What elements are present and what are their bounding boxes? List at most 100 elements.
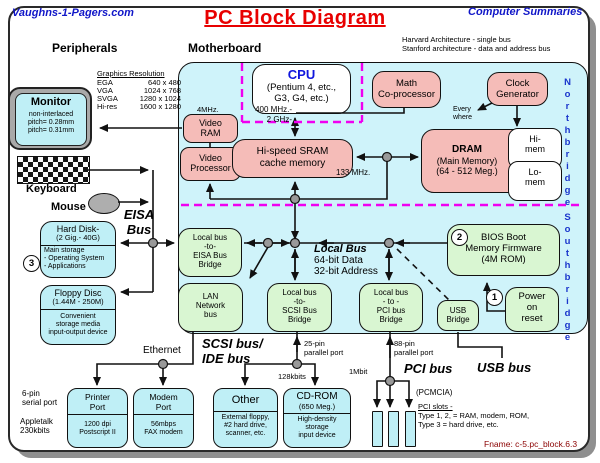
cdrom-detail: storage xyxy=(305,424,329,432)
local-bus-title: Local Bus xyxy=(314,243,367,255)
modem-line: Port xyxy=(155,402,172,412)
floppy-capacity: (1.44M - 250M) xyxy=(52,297,104,306)
pcmcia-label: (PCMCIA) xyxy=(416,388,453,397)
eisa-bridge-line: -to- xyxy=(204,242,216,251)
page-title: PC Block Diagram xyxy=(204,7,386,29)
bios-line: (4M ROM) xyxy=(481,254,526,265)
hard-disk-detail: - Applications xyxy=(44,262,86,270)
bios-box: BIOS Boot Memory Firmware (4M ROM) xyxy=(447,224,560,276)
brand-label: Computer Summaries xyxy=(468,6,583,18)
dram-box: DRAM (Main Memory) (64 - 512 Meg.) Hi- m… xyxy=(421,128,562,201)
floppy-detail: storage media xyxy=(55,320,101,328)
sram-line: cache memory xyxy=(259,157,326,169)
appletalk-label1: Appletalk xyxy=(20,417,53,426)
cpu-line: G3, G4, etc.) xyxy=(274,93,329,104)
dram-text: DRAM (Main Memory) (64 - 512 Meg.) xyxy=(424,144,510,176)
lo-mem-box: Lo- mem xyxy=(508,161,562,201)
cpu-line: (Pentium 4, etc., xyxy=(266,82,337,93)
cdrom-detail: High-density xyxy=(297,416,337,424)
scsi-bridge-line: Local bus xyxy=(282,288,317,297)
math-coprocessor-box: Math Co-processor xyxy=(372,71,441,108)
other-detail: External floppy, xyxy=(221,414,270,421)
cpu-bus-speed-label2: 2 GHz- xyxy=(266,115,292,124)
printer-line: Printer xyxy=(84,392,111,402)
filename-label: Fname: c-5.pc_block.6.3 xyxy=(484,439,578,449)
modem-line: Modem xyxy=(149,392,178,402)
peripherals-heading: Peripherals xyxy=(52,41,118,55)
monitor-bezel: Monitor non-interlaced pitch= 0.28mm pit… xyxy=(8,87,92,150)
step-badge-1: 1 xyxy=(486,289,503,306)
port-25pin-label2: parallel port xyxy=(304,348,344,357)
sram-speed-label: 133 MHz. xyxy=(336,168,371,177)
hard-disk-box: Hard Disk- (2 Gig.- 40G) Main storage - … xyxy=(40,221,116,278)
hi-mem-line: Hi- xyxy=(529,134,541,144)
clock-generator-box: Clock Generator xyxy=(487,72,548,106)
printer-line: Port xyxy=(89,402,106,412)
sram-line: Hi-speed SRAM xyxy=(256,146,329,157)
clock-line: Clock xyxy=(505,78,530,89)
vram-speed-label: 4MHz. xyxy=(197,105,219,114)
vram-line: Video xyxy=(199,118,222,128)
dram-line: (64 - 512 Meg.) xyxy=(436,165,498,176)
harvard-note: Harvard Architecture - single bus xyxy=(402,35,511,44)
eisa-bus-line1: EISA xyxy=(123,207,155,222)
cdrom-detail: input device xyxy=(298,432,336,440)
local-bus-line2: 32-bit Address xyxy=(314,266,378,277)
monitor-line: pitch= 0.31mm xyxy=(27,127,75,134)
step-badge-2: 2 xyxy=(451,229,468,246)
scsi-bridge-line: SCSI Bus xyxy=(282,306,317,315)
graphics-row-res: 1280 x 1024 xyxy=(139,94,181,103)
pci-slots-note-line: Type 3 = hard drive, etc. xyxy=(418,420,499,429)
usb-bridge-line: Bridge xyxy=(446,315,470,324)
cpu-box: CPU (Pentium 4, etc., G3, G4, etc.) xyxy=(252,64,351,114)
pci-bridge-line: - to - xyxy=(382,297,400,306)
cdrom-box: CD-ROM (650 Meg.) High-density storage i… xyxy=(283,388,351,448)
pci-slots-note-title: PCI slots - xyxy=(418,402,453,411)
site-link[interactable]: Vaughns-1-Pagers.com xyxy=(12,7,134,19)
hi-mem-line: mem xyxy=(525,144,545,154)
pci-slot xyxy=(405,411,416,447)
port-88pin-label2: parallel port xyxy=(394,348,434,357)
eisa-bridge-line: Bridge xyxy=(198,260,222,269)
monitor-line: pitch= 0.28mm xyxy=(27,119,75,126)
dram-line: (Main Memory) xyxy=(436,155,498,166)
appletalk-label2: 230kbits xyxy=(20,426,50,435)
lo-mem-line: Lo- xyxy=(528,167,542,177)
serial-port-label2: serial port xyxy=(22,398,58,407)
eisa-bridge-box: Local bus -to- EISA Bus Bridge xyxy=(178,228,242,277)
other-detail: scanner, etc. xyxy=(225,430,266,437)
local-bus-line1: 64-bit Data xyxy=(314,255,363,266)
power-line: Power xyxy=(518,291,546,302)
stanford-note: Stanford architecture - data and address… xyxy=(402,44,551,53)
northbridge-label: Northbridge xyxy=(562,77,573,209)
eisa-bridge-line: Local bus xyxy=(192,233,228,242)
dram-title: DRAM xyxy=(452,144,482,155)
usb-bridge-box: USB Bridge xyxy=(437,300,479,331)
usb-bus-label: USB bus xyxy=(477,360,532,375)
printer-detail: 1200 dpi xyxy=(84,421,111,428)
pci-slot xyxy=(388,411,399,447)
rate-1mbit-label: 1Mbit xyxy=(349,367,368,376)
port-88pin-label1: 88-pin xyxy=(394,339,415,348)
eisa-bus-label: EISA Bus xyxy=(110,207,168,237)
port-25pin-label1: 25-pin xyxy=(304,339,325,348)
modem-detail: FAX modem xyxy=(144,429,183,436)
printer-detail: Postscript II xyxy=(79,429,116,436)
keyboard-icon xyxy=(17,156,90,184)
scsi-bridge-line: Bridge xyxy=(287,315,312,324)
cpu-bus-speed-label1: 400 MHz.- xyxy=(255,105,292,114)
lan-line: Network xyxy=(195,301,226,310)
graphics-row-res: 1600 x 1280 xyxy=(139,102,181,112)
scsi-ide-bus-label1: SCSI bus/ xyxy=(202,336,263,351)
eisa-bridge-line: EISA Bus xyxy=(193,251,227,260)
pci-bridge-line: Local bus xyxy=(373,288,409,297)
floppy-detail: Convenient xyxy=(60,312,96,320)
other-title: Other xyxy=(231,394,260,406)
lan-line: LAN xyxy=(202,292,219,301)
graphics-row-name: EGA xyxy=(97,77,113,87)
pci-bridge-box: Local bus - to - PCI bus Bridge xyxy=(359,283,423,332)
power-line: on xyxy=(526,302,538,313)
cdrom-title: CD-ROM xyxy=(296,391,338,402)
scsi-ide-bus-label2: IDE bus xyxy=(202,351,251,366)
